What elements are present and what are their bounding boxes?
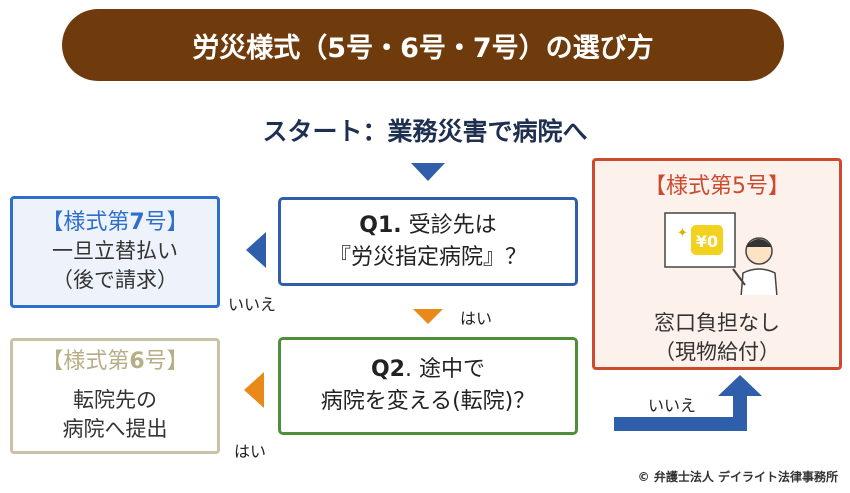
q1-line1: 受診先は bbox=[408, 212, 497, 238]
q2-line1: . 途中で bbox=[405, 357, 485, 382]
form-7-line1: 一旦立替払い bbox=[52, 239, 178, 263]
question-1-box: Q1. 受診先は 『労災指定病院』？ bbox=[278, 197, 578, 286]
q2-line2: 病院を変える(転院)？ bbox=[320, 389, 536, 414]
q1-line2: 『労災指定病院』？ bbox=[328, 244, 527, 270]
q2-right-up-arrow bbox=[614, 375, 762, 431]
question-2-box: Q2. 途中で 病院を変える(転院)？ bbox=[278, 337, 578, 435]
form-6-line2: 病院へ提出 bbox=[62, 417, 168, 441]
q1-yes-label: はい bbox=[460, 309, 493, 328]
form-6-box: 【様式第6号】 転院先の 病院へ提出 bbox=[10, 338, 220, 454]
svg-text:✦: ✦ bbox=[677, 226, 688, 241]
q2-no-label: いいえ bbox=[648, 396, 697, 415]
form-7-line2: （後で請求） bbox=[52, 268, 178, 292]
zero-yen-sign: ¥0 bbox=[696, 232, 718, 251]
q1-number: Q1. bbox=[359, 212, 402, 238]
form-7-title: 【様式第7号】 bbox=[41, 210, 189, 235]
q2-number: Q2 bbox=[370, 357, 405, 382]
doctor-illustration: ¥0 ✦ bbox=[664, 212, 778, 295]
q1-down-arrow bbox=[413, 309, 443, 324]
form-5-line1: 窓口負担なし bbox=[654, 311, 780, 335]
start-down-arrow bbox=[411, 163, 445, 181]
q1-no-label: いいえ bbox=[228, 295, 277, 314]
q2-left-arrow bbox=[244, 372, 264, 408]
start-label: スタート：業務災害で病院へ bbox=[262, 117, 588, 146]
form-5-box: 【様式第5号】 ¥0 ✦ 窓口負担なし （現物給付） bbox=[592, 158, 842, 370]
form-5-title: 【様式第5号】 bbox=[644, 174, 790, 199]
form-6-line1: 転院先の bbox=[73, 388, 157, 412]
form-5-line2: （現物給付） bbox=[654, 340, 780, 364]
title-banner: 労災様式（5号・6号・7号）の選び方 bbox=[62, 9, 784, 81]
q1-left-arrow bbox=[246, 232, 266, 268]
page-title: 労災様式（5号・6号・7号）の選び方 bbox=[192, 32, 654, 64]
zero-yen-badge bbox=[691, 225, 723, 255]
copyright: © 弁護士法人 デイライト法律事務所 bbox=[637, 470, 838, 484]
doctor-coat bbox=[740, 268, 778, 295]
q2-yes-label: はい bbox=[234, 442, 267, 461]
form-6-title: 【様式第6号】 bbox=[41, 349, 189, 374]
form-7-box: 【様式第7号】 一旦立替払い （後で請求） bbox=[10, 196, 220, 308]
